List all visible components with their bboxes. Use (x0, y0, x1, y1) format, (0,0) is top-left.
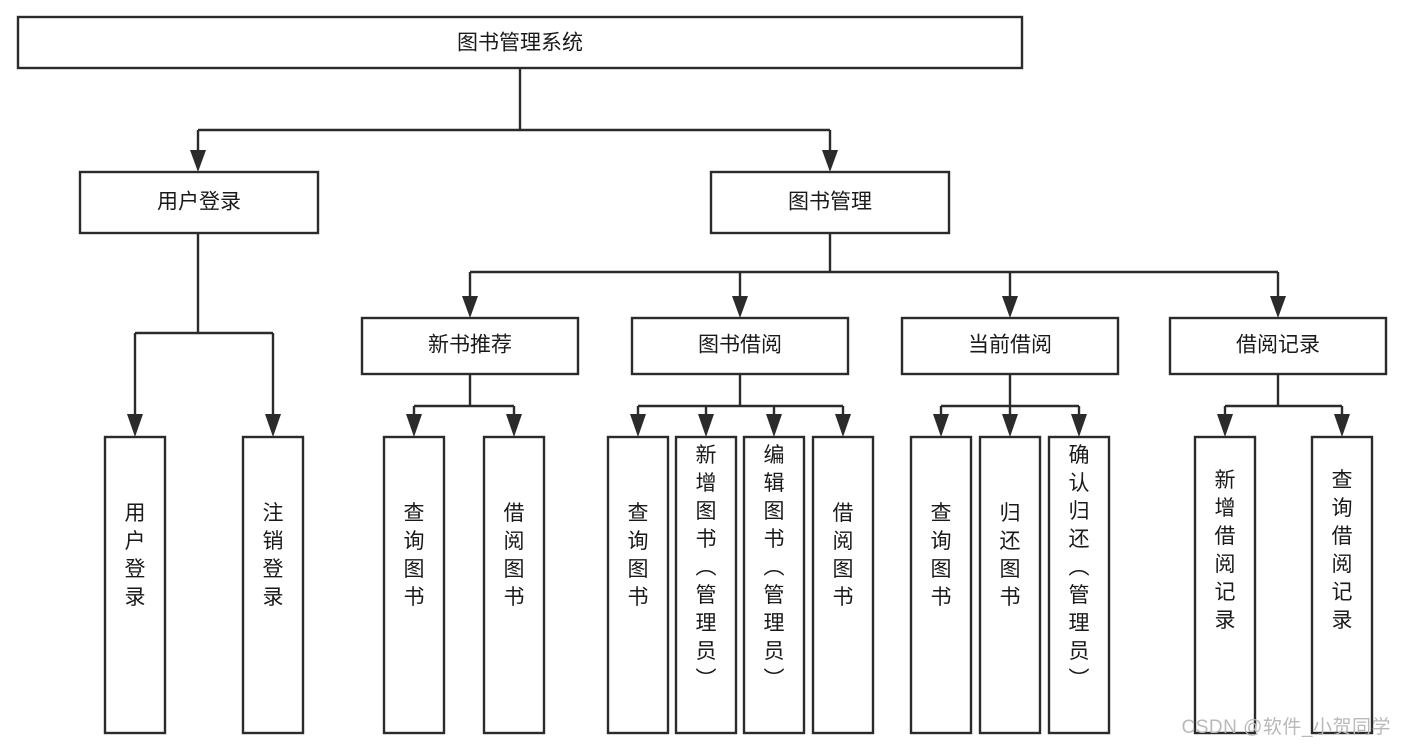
arrow-head-book-manage (822, 150, 838, 172)
node-leaf-return-book[interactable]: 归还图书 (978, 435, 1042, 735)
node-leaf-add-book[interactable]: 新增图书︵管理员︶ (674, 435, 738, 735)
node-book-manage[interactable]: 图书管理 (709, 170, 951, 235)
node-leaf-add-record[interactable]: 新增借阅记录 (1193, 435, 1257, 735)
node-leaf-query-book-rec-box[interactable] (382, 435, 446, 735)
node-root-box[interactable] (16, 15, 1024, 70)
arrow-head-borrow-record (1270, 296, 1286, 318)
node-leaf-logout[interactable]: 注销登录 (241, 435, 305, 735)
arrow-head-leaf-edit-book (766, 414, 782, 437)
node-root-label: 图书管理系统 (457, 32, 583, 55)
node-leaf-borrow-book-rec-box[interactable] (482, 435, 546, 735)
node-book-manage-label: 图书管理 (788, 191, 872, 214)
arrow-head-leaf-query-book-rec (406, 414, 422, 437)
node-leaf-borrow-book-b-box[interactable] (811, 435, 875, 735)
arrow-head-leaf-logout (265, 414, 281, 437)
node-leaf-confirm-return-label: 确认归还︵管理员︶ (1069, 444, 1090, 691)
node-leaf-borrow-book-rec-label: 借阅图书 (504, 502, 525, 609)
arrow-head-leaf-borrow-book-rec (506, 414, 522, 437)
node-borrow-record-label: 借阅记录 (1236, 334, 1320, 357)
node-leaf-user-login-box[interactable] (103, 435, 167, 735)
arrow-head-current-borrow (1002, 296, 1018, 318)
arrow-head-user-login (190, 150, 206, 172)
node-leaf-logout-box[interactable] (241, 435, 305, 735)
node-user-login[interactable]: 用户登录 (78, 170, 320, 235)
node-leaf-borrow-book-b-label: 借阅图书 (833, 502, 854, 609)
node-book-manage-box[interactable] (709, 170, 951, 235)
arrow-head-book-borrow (732, 296, 748, 318)
node-leaf-query-book-c[interactable]: 查询图书 (909, 435, 973, 735)
node-leaf-query-record[interactable]: 查询借阅记录 (1310, 435, 1374, 735)
connector-layer (127, 68, 1350, 437)
node-leaf-return-book-box[interactable] (978, 435, 1042, 735)
node-book-borrow-box[interactable] (630, 316, 850, 376)
watermark: CSDN @软件_小贺同学 (1181, 717, 1391, 738)
node-borrow-record-box[interactable] (1168, 316, 1388, 376)
node-current-borrow[interactable]: 当前借阅 (900, 316, 1120, 376)
node-book-borrow[interactable]: 图书借阅 (630, 316, 850, 376)
arrow-head-leaf-return-book (1002, 414, 1018, 437)
node-leaf-add-book-label: 新增图书︵管理员︶ (696, 444, 717, 691)
arrow-head-leaf-borrow-book-b (835, 414, 851, 437)
node-leaf-user-login[interactable]: 用户登录 (103, 435, 167, 735)
node-new-book-rec[interactable]: 新书推荐 (360, 316, 580, 376)
node-leaf-query-book-b-box[interactable] (606, 435, 670, 735)
node-current-borrow-box[interactable] (900, 316, 1120, 376)
arrow-head-leaf-confirm-return (1071, 414, 1087, 437)
node-leaf-query-book-c-label: 查询图书 (931, 502, 952, 609)
node-leaf-query-book-b-label: 查询图书 (628, 502, 649, 609)
arrow-head-leaf-add-book (698, 414, 714, 437)
node-leaf-confirm-return-box[interactable] (1047, 435, 1111, 735)
node-leaf-add-book-box[interactable] (674, 435, 738, 735)
arrow-head-new-book-rec (462, 296, 478, 318)
node-leaf-logout-label: 注销登录 (263, 502, 284, 609)
node-leaf-query-book-rec-label: 查询图书 (404, 502, 425, 609)
node-leaf-query-book-c-box[interactable] (909, 435, 973, 735)
node-leaf-edit-book-box[interactable] (742, 435, 806, 735)
node-leaf-add-record-label: 新增借阅记录 (1215, 469, 1236, 632)
node-current-borrow-label: 当前借阅 (968, 334, 1052, 357)
arrow-head-leaf-add-record (1217, 414, 1233, 437)
arrow-head-leaf-query-record (1334, 414, 1350, 437)
node-new-book-rec-label: 新书推荐 (428, 334, 512, 357)
node-leaf-edit-book-label: 编辑图书︵管理员︶ (764, 444, 785, 691)
node-new-book-rec-box[interactable] (360, 316, 580, 376)
node-book-borrow-label: 图书借阅 (698, 334, 782, 357)
node-leaf-query-record-box[interactable] (1310, 435, 1374, 735)
arrow-head-leaf-query-book-b (630, 414, 646, 437)
node-leaf-borrow-book-rec[interactable]: 借阅图书 (482, 435, 546, 735)
node-leaf-query-record-label: 查询借阅记录 (1332, 469, 1353, 632)
node-borrow-record[interactable]: 借阅记录 (1168, 316, 1388, 376)
node-leaf-add-record-box[interactable] (1193, 435, 1257, 735)
node-root[interactable]: 图书管理系统 (16, 15, 1024, 70)
node-leaf-borrow-book-b[interactable]: 借阅图书 (811, 435, 875, 735)
node-leaf-query-book-b[interactable]: 查询图书 (606, 435, 670, 735)
node-leaf-user-login-label: 用户登录 (125, 502, 146, 609)
node-leaf-confirm-return[interactable]: 确认归还︵管理员︶ (1047, 435, 1111, 735)
node-user-login-label: 用户登录 (157, 191, 241, 214)
node-leaf-return-book-label: 归还图书 (1000, 502, 1021, 609)
node-user-login-box[interactable] (78, 170, 320, 235)
node-leaf-edit-book[interactable]: 编辑图书︵管理员︶ (742, 435, 806, 735)
arrow-head-leaf-query-book-c (933, 414, 949, 437)
arrow-head-leaf-user-login (127, 414, 143, 437)
node-leaf-query-book-rec[interactable]: 查询图书 (382, 435, 446, 735)
